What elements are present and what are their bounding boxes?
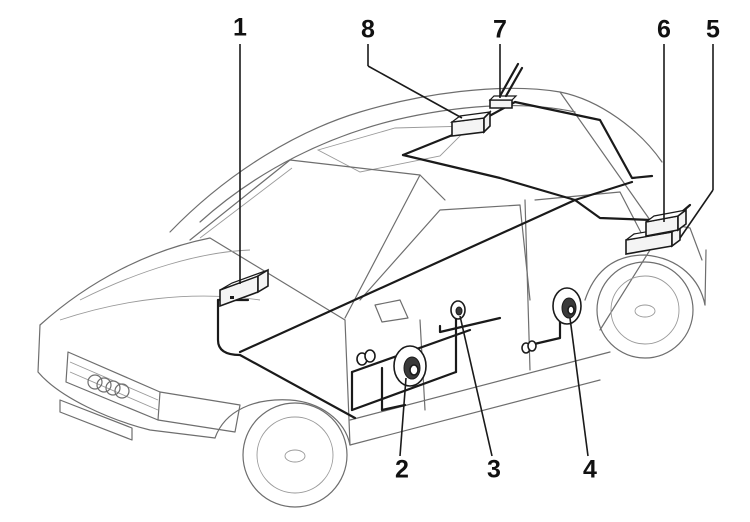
callout-3: 3 <box>487 455 501 484</box>
callout-4: 4 <box>583 455 597 484</box>
component-6-amplifier <box>645 208 687 237</box>
callout-6: 6 <box>657 15 671 44</box>
component-3-tweeter <box>450 300 466 320</box>
component-2-front-door-speaker <box>393 345 427 387</box>
component-8-roof-module <box>449 110 492 137</box>
callout-7: 7 <box>493 15 507 44</box>
callout-1: 1 <box>233 13 247 42</box>
callout-5: 5 <box>706 15 720 44</box>
leader-lines <box>239 44 714 457</box>
component-7-roof-antenna <box>488 62 524 109</box>
component-4-rear-door-speaker <box>552 287 582 325</box>
callout-8: 8 <box>361 15 375 44</box>
harness-connectors <box>356 340 537 366</box>
component-1-head-unit <box>219 268 269 308</box>
car-body-outline <box>37 87 707 508</box>
callout-2: 2 <box>395 455 409 484</box>
